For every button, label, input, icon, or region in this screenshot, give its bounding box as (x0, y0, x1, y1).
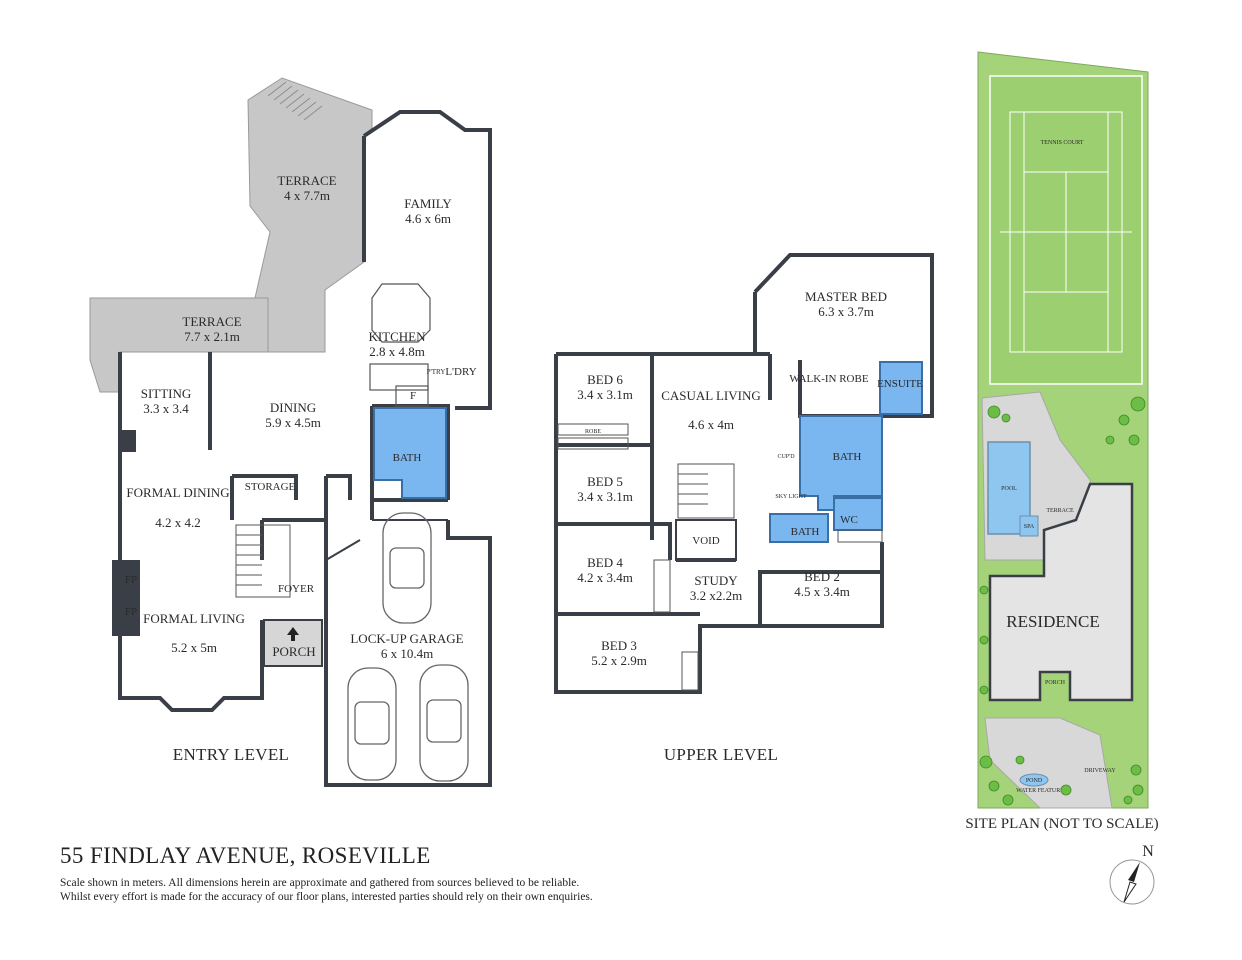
room-dims: 5.2 x 5m (171, 640, 217, 655)
north-label: N (1142, 843, 1154, 860)
tennis-court-lines (1000, 111, 1132, 353)
terrace-label: TERRACE (1046, 508, 1074, 514)
site-plan-title: SITE PLAN (NOT TO SCALE) (965, 816, 1158, 832)
residence-footprint (988, 482, 1134, 702)
room-name: MASTER BED (805, 289, 887, 304)
upper-level-plan: MASTER BED 6.3 x 3.7m BED 6 3.4 x 3.1m C… (554, 253, 934, 764)
bath-label: BATH (791, 526, 820, 538)
room-name: CASUAL LIVING (661, 388, 761, 403)
site-plan: TENNIS COURT POOL SPA RESIDENCE TERRACE … (965, 51, 1159, 832)
residence-label: RESIDENCE (1006, 612, 1100, 631)
room-name: BED 2 (804, 569, 840, 584)
fireplace-1 (112, 560, 140, 598)
fireplace-2 (112, 598, 140, 636)
room-dims: 3.4 x 3.1m (577, 387, 633, 402)
pond-area (1019, 773, 1049, 787)
porch-area (263, 619, 323, 667)
room-name: BED 6 (587, 372, 623, 387)
room-dims: 4.2 x 4.2 (155, 515, 201, 530)
tennis-court-label: TENNIS COURT (1041, 140, 1084, 146)
room-dims: 4.6 x 6m (405, 211, 451, 226)
spa-label: SPA (1024, 524, 1035, 530)
fridge-label: F (410, 390, 416, 402)
void-label: VOID (692, 535, 720, 547)
room-name: SITTING (141, 386, 192, 401)
porch-label: PORCH (272, 644, 315, 659)
room-dims: 2.8 x 4.8m (369, 344, 425, 359)
room-dims: 4.5 x 3.4m (794, 584, 850, 599)
fireplace-label: FP (125, 574, 137, 586)
entry-level-plan: TERRACE 4 x 7.7m FAMILY 4.6 x 6m TERRACE… (89, 77, 492, 787)
room-dims: 4 x 7.7m (284, 188, 330, 203)
room-dims: 6.3 x 3.7m (818, 304, 874, 319)
storage-label: STORAGE (245, 481, 296, 493)
terrace-steps (267, 81, 323, 121)
disclaimer-line: Whilst every effort is made for the accu… (60, 891, 593, 903)
car-icon-3 (419, 664, 469, 782)
room-dims: 3.2 x2.2m (690, 588, 742, 603)
robe-label: ROBE (585, 429, 601, 435)
room-name: BED 5 (587, 474, 623, 489)
room-dims: 4.6 x 4m (688, 417, 734, 432)
terrace-upper-area (247, 77, 373, 353)
room-dims: 3.3 x 3.4 (143, 401, 189, 416)
entry-bath-area (373, 407, 447, 499)
pond-label: POND (1026, 778, 1043, 784)
room-name: FORMAL DINING (126, 485, 229, 500)
room-name: KITCHEN (368, 329, 426, 344)
upper-bath-area (799, 415, 883, 511)
room-name: STUDY (694, 573, 738, 588)
room-dims: 5.9 x 4.5m (265, 415, 321, 430)
walk-in-robe-label: WALK-IN ROBE (789, 373, 868, 385)
room-name: FORMAL LIVING (143, 611, 245, 626)
foyer-label: FOYER (278, 583, 315, 595)
bath-label: BATH (833, 451, 862, 463)
car-icon-1 (382, 512, 432, 624)
room-dims: 6 x 10.4m (381, 646, 433, 661)
formal-dining-name: FORMAL DINING (126, 485, 229, 500)
fireplace-label: FP (125, 606, 137, 618)
bath2-area (769, 513, 829, 543)
porch-label: PORCH (1045, 680, 1066, 686)
garden-trees (979, 396, 1146, 806)
upper-level-title: UPPER LEVEL (664, 745, 778, 764)
upper-stairs (677, 463, 735, 519)
room-dims: 5.2 x 2.9m (591, 653, 647, 668)
ensuite-area (879, 361, 923, 415)
kitchen-island (369, 283, 431, 407)
cupboard-label: CUP'D (777, 454, 795, 460)
spa-area (1019, 515, 1039, 537)
pantry-label: P'TRY (427, 368, 446, 376)
wc-area (833, 497, 883, 531)
footer: 55 FINDLAY AVENUE, ROSEVILLE Scale shown… (60, 843, 820, 904)
room-name: TERRACE (182, 314, 241, 329)
water-feature-label: WATER FEATURE (1016, 788, 1064, 794)
room-dims: 4.2 x 3.4m (577, 570, 633, 585)
room-name: TERRACE (277, 173, 336, 188)
ensuite-label: ENSUITE (877, 378, 923, 390)
terrace-lower-area (89, 297, 269, 393)
room-name: BED 3 (601, 638, 637, 653)
entry-stairs (235, 524, 291, 598)
entry-level-title: ENTRY LEVEL (173, 745, 289, 764)
laundry-label: L'DRY (445, 366, 476, 378)
property-address: 55 FINDLAY AVENUE, ROSEVILLE (60, 843, 431, 868)
room-name: BED 4 (587, 555, 623, 570)
porch-arrow-icon (287, 627, 299, 641)
room-name: LOCK-UP GARAGE (350, 631, 463, 646)
room-name: FAMILY (404, 196, 452, 211)
disclaimer-line: Scale shown in meters. All dimensions he… (60, 877, 580, 889)
room-dims: 3.4 x 3.1m (577, 489, 633, 504)
bath-label: BATH (393, 452, 422, 464)
driveway-label: DRIVEWAY (1084, 768, 1116, 774)
skylight-label: SKY LIGHT (775, 494, 807, 500)
pool-label: POOL (1001, 486, 1017, 492)
room-name: DINING (270, 400, 316, 415)
car-icon-2 (347, 667, 397, 781)
wc-label: WC (840, 514, 858, 526)
north-arrow-icon: N (1109, 843, 1155, 905)
room-dims: 7.7 x 2.1m (184, 329, 240, 344)
